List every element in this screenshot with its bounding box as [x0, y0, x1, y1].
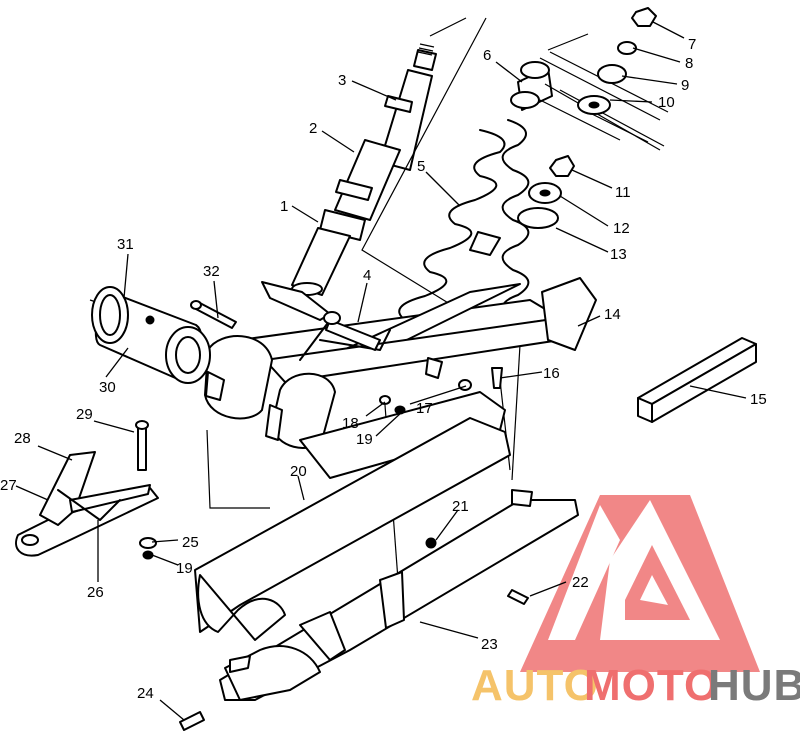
skid-rail: [194, 391, 579, 701]
callout-21: 21: [452, 498, 469, 515]
leader-lines: [15, 21, 747, 721]
watermark-auto: AUTO: [471, 661, 599, 710]
watermark-text: AUTO MOTO HUB: [471, 661, 800, 710]
callout-3: 3: [338, 72, 346, 89]
rear-beam: [637, 337, 757, 423]
watermark-hub: HUB: [708, 661, 800, 710]
bearing-assembly: [91, 286, 237, 384]
bracket-assembly: [15, 451, 159, 557]
callout-11: 11: [615, 184, 631, 201]
callout-19b: 19: [176, 560, 193, 577]
callout-26: 26: [87, 584, 104, 601]
watermark-logo: [520, 495, 760, 672]
callout-10: 10: [658, 94, 675, 111]
fasteners: [135, 367, 529, 731]
shock-absorber: [291, 43, 437, 296]
callout-28: 28: [14, 430, 31, 447]
callout-19a: 19: [356, 431, 373, 448]
callout-8: 8: [685, 55, 693, 72]
callout-2: 2: [309, 120, 317, 137]
callout-7: 7: [688, 36, 696, 53]
callout-6: 6: [483, 47, 491, 64]
callout-32: 32: [203, 263, 220, 280]
callout-5: 5: [417, 158, 425, 175]
top-hardware: [517, 7, 657, 229]
callout-25: 25: [182, 534, 199, 551]
callout-1: 1: [280, 198, 288, 215]
callout-17: 17: [416, 400, 433, 417]
callout-31: 31: [117, 236, 134, 253]
callout-18: 18: [342, 415, 359, 432]
callout-16: 16: [543, 365, 560, 382]
callout-27: 27: [0, 477, 17, 494]
callout-29: 29: [76, 406, 93, 423]
watermark-moto: MOTO: [584, 661, 719, 710]
callout-12: 12: [613, 220, 630, 237]
callout-4: 4: [363, 267, 371, 284]
callout-20: 20: [290, 463, 307, 480]
callout-22: 22: [572, 574, 589, 591]
callout-9: 9: [681, 77, 689, 94]
callout-14: 14: [604, 306, 621, 323]
swing-arm-frame: [204, 277, 597, 449]
callout-15: 15: [750, 391, 767, 408]
callout-labels: 1 2 3 4 5 6 7 8 9 10 11 12 13 14 15 16 1…: [0, 36, 767, 702]
callout-23: 23: [481, 636, 498, 653]
callout-13: 13: [610, 246, 627, 263]
callout-30: 30: [99, 379, 116, 396]
callout-24: 24: [137, 685, 154, 702]
